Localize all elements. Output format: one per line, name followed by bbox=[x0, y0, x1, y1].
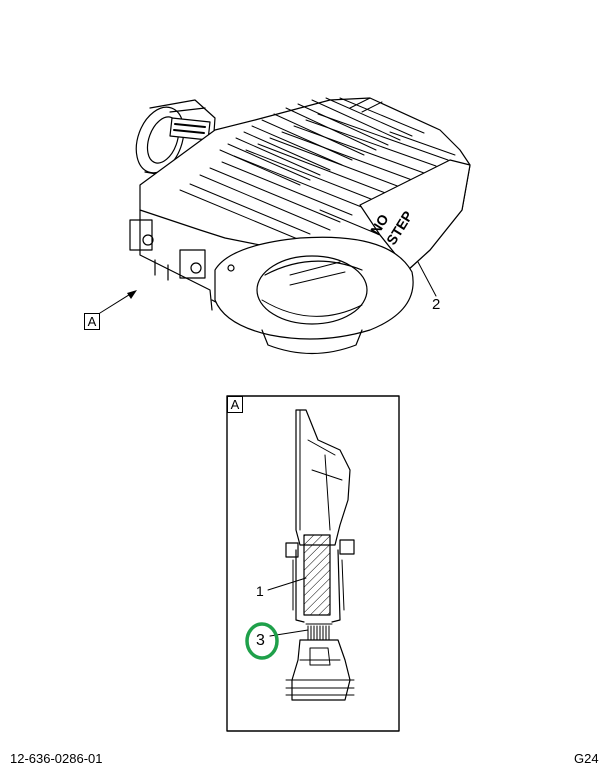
detail-view-tag: A bbox=[227, 396, 243, 413]
leader-line-2 bbox=[417, 261, 437, 297]
leader-line-1 bbox=[267, 577, 307, 591]
mounting-clips bbox=[129, 209, 231, 311]
detail-view-frame bbox=[226, 395, 400, 732]
drawing-number: 12-636-0286-01 bbox=[10, 751, 103, 766]
air-housing-assembly bbox=[129, 97, 471, 355]
filter-element-hatched bbox=[303, 534, 331, 616]
seal-ribs bbox=[305, 623, 333, 641]
callout-2: 2 bbox=[432, 296, 441, 313]
page-code: G24 bbox=[574, 751, 599, 766]
callout-1: 1 bbox=[256, 583, 264, 599]
view-arrow bbox=[99, 290, 137, 314]
outlet-flange bbox=[214, 236, 414, 355]
highlight-circle bbox=[245, 622, 279, 660]
callout-3: 3 bbox=[256, 632, 265, 649]
cooling-fins bbox=[179, 97, 456, 241]
detail-cross-section bbox=[285, 409, 355, 701]
view-reference-tag: A bbox=[84, 313, 100, 330]
